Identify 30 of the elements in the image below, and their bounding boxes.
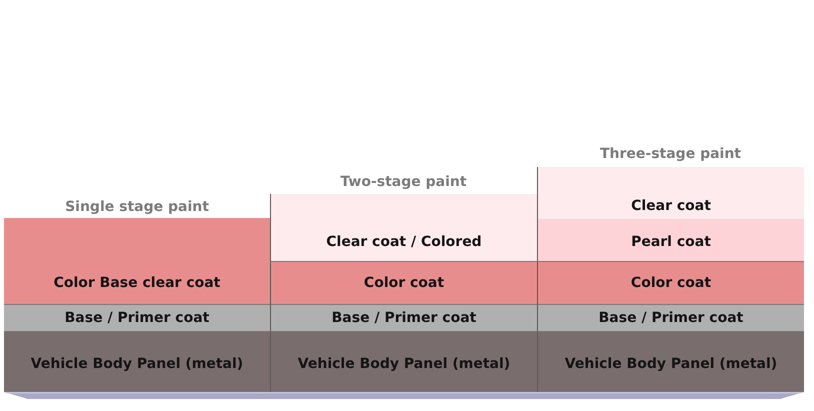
metal-panel-layer bbox=[270, 331, 537, 392]
coat-layer bbox=[537, 167, 804, 219]
coat-layer bbox=[4, 218, 270, 304]
layer-label: Color coat bbox=[630, 274, 712, 292]
paint-system-stack bbox=[270, 173, 537, 392]
paint-system-stack bbox=[4, 198, 270, 392]
layer-label: Vehicle Body Panel (metal) bbox=[298, 355, 510, 373]
coat-layer bbox=[270, 261, 537, 304]
metal-panel-layer bbox=[4, 331, 270, 392]
coat-layer bbox=[537, 219, 804, 261]
layer-label: Base / Primer coat bbox=[598, 309, 744, 327]
column-heading: Single stage paint bbox=[65, 198, 209, 216]
layer-label: Base / Primer coat bbox=[332, 309, 476, 327]
layer-label: Color coat bbox=[364, 274, 444, 292]
coat-layer bbox=[537, 304, 804, 331]
column-heading: Two-stage paint bbox=[340, 173, 467, 191]
layer-label: Color Base clear coat bbox=[54, 274, 220, 292]
layer-label: Clear coat / Colored bbox=[326, 233, 482, 251]
metal-panel-layer bbox=[537, 331, 804, 392]
layer-label: Clear coat bbox=[631, 197, 711, 215]
layer-label: Pearl coat bbox=[631, 233, 711, 251]
paint-system-stack bbox=[537, 145, 804, 392]
coat-layer bbox=[270, 194, 537, 261]
coat-layer bbox=[537, 261, 804, 304]
layer-label: Vehicle Body Panel (metal) bbox=[564, 355, 778, 373]
coat-layer bbox=[270, 304, 537, 331]
coat-layer bbox=[4, 304, 270, 331]
layer-label: Base / Primer coat bbox=[64, 309, 210, 327]
layer-label: Vehicle Body Panel (metal) bbox=[30, 355, 244, 373]
column-heading: Three-stage paint bbox=[600, 145, 741, 163]
